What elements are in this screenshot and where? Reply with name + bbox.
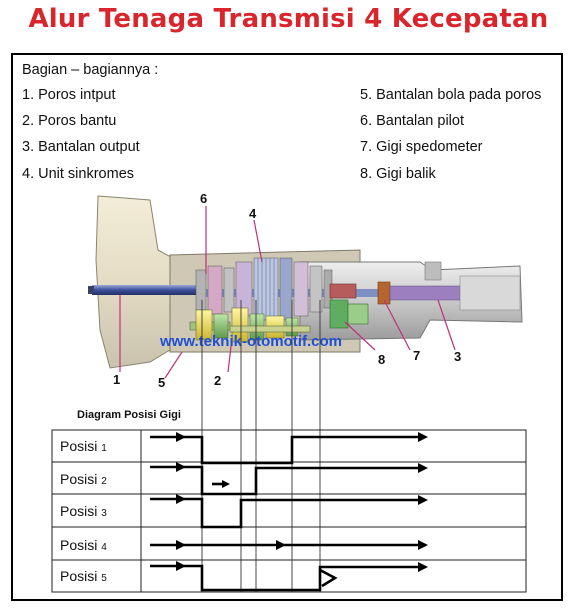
callout-8: 8 bbox=[378, 352, 386, 367]
part-1: 1. Poros intput bbox=[22, 87, 116, 103]
part-2: 2. Poros bantu bbox=[22, 113, 117, 129]
callout-1: 1 bbox=[113, 372, 121, 387]
parts-heading: Bagian – bagiannya : bbox=[22, 62, 159, 78]
row-label-5: Posisi 5 bbox=[60, 568, 107, 584]
diagram-title: Diagram Posisi Gigi bbox=[77, 409, 181, 421]
part-4: 4. Unit sinkromes bbox=[22, 166, 135, 182]
part-7: 7. Gigi spedometer bbox=[360, 139, 483, 155]
part-6: 6. Bantalan pilot bbox=[360, 113, 464, 129]
row-label-2: Posisi 2 bbox=[60, 471, 107, 487]
page-title: Alur Tenaga Transmisi 4 Kecepatan bbox=[28, 4, 549, 34]
row-label-3: Posisi 3 bbox=[60, 503, 107, 519]
part-8: 8. Gigi balik bbox=[360, 166, 436, 182]
callout-6: 6 bbox=[200, 191, 208, 206]
content-frame bbox=[11, 53, 563, 601]
watermark: www.teknik-otomotif.com bbox=[160, 333, 342, 350]
row-label-4: Posisi 4 bbox=[60, 537, 107, 553]
row-label-1: Posisi 1 bbox=[60, 438, 107, 454]
part-3: 3. Bantalan output bbox=[22, 139, 140, 155]
callout-4: 4 bbox=[249, 206, 257, 221]
callout-5: 5 bbox=[158, 375, 166, 390]
callout-3: 3 bbox=[454, 349, 462, 364]
part-5: 5. Bantalan bola pada poros bbox=[360, 87, 542, 103]
callout-7: 7 bbox=[413, 348, 421, 363]
callout-2: 2 bbox=[214, 373, 222, 388]
